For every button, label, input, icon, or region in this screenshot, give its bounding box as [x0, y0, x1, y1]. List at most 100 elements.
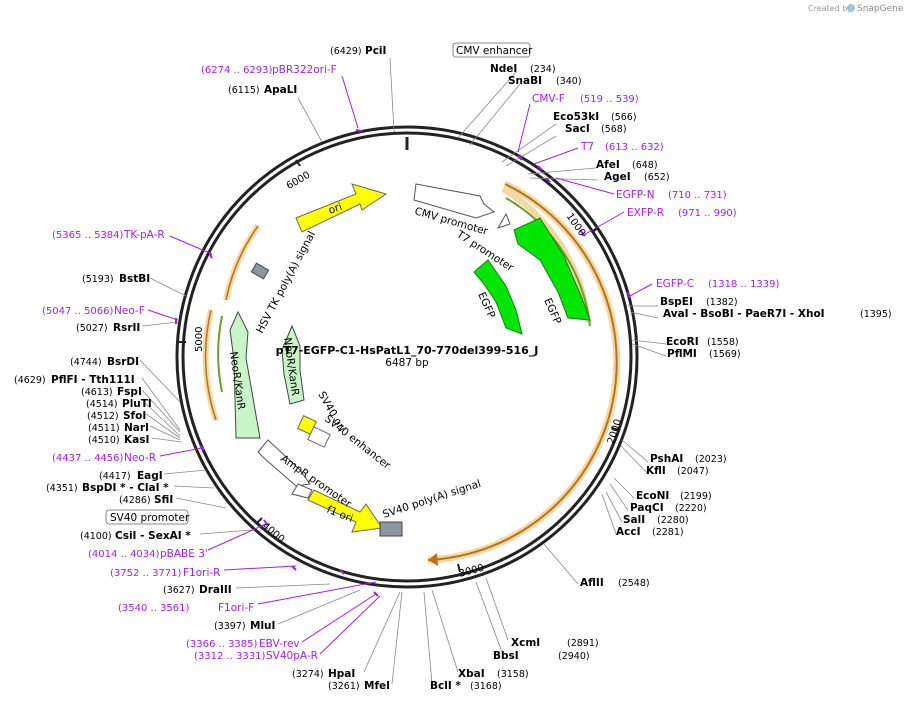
enzyme-pos-mlui: (3397)	[214, 621, 246, 632]
neor-kanr-arrow-inner[interactable]	[281, 324, 305, 405]
enzyme-afei[interactable]: AfeI	[596, 159, 620, 171]
primer-neo-r[interactable]: Neo-R	[124, 452, 156, 464]
primer-pos-cmv-f: (519 .. 539)	[580, 94, 639, 105]
feature-label-cmv-enhancer: CMV enhancer	[456, 45, 533, 57]
enzyme-econi[interactable]: EcoNI	[636, 490, 669, 502]
primer-egfp-n[interactable]: EGFP-N	[616, 189, 655, 201]
neor-kanr-arrow-outer[interactable]	[229, 310, 261, 439]
cmv-promoter-arrow[interactable]	[413, 183, 496, 219]
enzyme-mfei[interactable]: MfeI	[364, 680, 390, 692]
enzyme-pos-pflmi: (1569)	[709, 349, 741, 360]
enzyme-pos-econi: (2199)	[680, 491, 712, 502]
primer-marks	[175, 129, 631, 597]
enzyme-pos-avai-bsobi-paer7i-xhoi: (1395)	[860, 309, 892, 320]
enzyme-pos-eagi: (4417)	[99, 471, 131, 482]
enzyme-apali[interactable]: ApaLI	[264, 84, 297, 96]
enzyme-pshai[interactable]: PshAI	[650, 453, 683, 465]
primer-pos-t7: (613 .. 632)	[605, 142, 664, 153]
enzyme-pos-ndei: (234)	[530, 64, 556, 75]
orf-arc-egfp	[505, 197, 591, 327]
primer-leader-lines	[147, 75, 653, 655]
primer-f1ori-r[interactable]: F1ori-R	[183, 567, 220, 579]
enzyme-csii-sexai[interactable]: CsiI - SexAI *	[115, 530, 191, 542]
enzyme-nari[interactable]: NarI	[124, 422, 149, 434]
enzyme-sfoi[interactable]: SfoI	[123, 410, 146, 422]
enzyme-bbsi[interactable]: BbsI	[493, 650, 519, 662]
enzyme-bspdi-clai[interactable]: BspDI * - ClaI *	[82, 482, 169, 494]
sv40-promoter-box	[105, 509, 189, 525]
primer-exfp-r[interactable]: EXFP-R	[627, 207, 664, 219]
primer-pbabe-3[interactable]: pBABE 3'	[160, 548, 208, 560]
feature-label-sv40-enhancer: SV40 enhancer	[322, 413, 393, 472]
enzyme-agei[interactable]: AgeI	[604, 171, 631, 183]
enzyme-pos-bstbi: (5193)	[82, 274, 114, 285]
credit-brand: SnapGene	[857, 4, 904, 14]
enzyme-xbai[interactable]: XbaI	[458, 668, 485, 680]
primer-sv40pa-r[interactable]: SV40pA-R	[266, 650, 318, 662]
enzyme-pcii[interactable]: PciI	[365, 45, 386, 57]
primer-pos-exfp-r: (971 .. 990)	[678, 208, 737, 219]
enzyme-bspei[interactable]: BspEI	[660, 296, 693, 308]
primer-labels: (6274 .. 6293)pBR322ori-F(519 .. 539)CMV…	[42, 64, 780, 662]
feature-label-sv40-polya: SV40 poly(A) signal	[381, 478, 482, 521]
enzyme-pos-eco53ki: (566)	[611, 112, 637, 123]
enzyme-pflmi[interactable]: PflMI	[667, 348, 697, 360]
enzyme-bsrdi[interactable]: BsrDI	[107, 356, 139, 368]
enzyme-pos-sali: (2280)	[657, 515, 689, 526]
primer-pbr322ori-f[interactable]: pBR322ori-F	[272, 64, 337, 76]
enzyme-pos-rsrii: (5027)	[76, 323, 108, 334]
enzyme-sali[interactable]: SalI	[623, 514, 645, 526]
enzyme-bcli[interactable]: BclI *	[430, 680, 461, 692]
enzyme-draiii[interactable]: DraIII	[199, 584, 232, 596]
ampr-promoter-arrow[interactable]	[291, 483, 313, 499]
enzyme-pflfi-tth111i[interactable]: PflFI - Tth111I	[51, 374, 135, 386]
primer-f1ori-f[interactable]: F1ori-F	[218, 602, 254, 614]
enzyme-bstbi[interactable]: BstBI	[119, 273, 150, 285]
enzyme-paqci[interactable]: PaqCI	[630, 502, 664, 514]
enzyme-aflii[interactable]: AflII	[580, 577, 604, 589]
tick-marks	[178, 159, 621, 573]
feature-label-hsv-tk-polya: HSV TK poly(A) signal	[254, 229, 318, 335]
enzyme-acci[interactable]: AccI	[616, 526, 640, 538]
enzyme-pos-bsrdi: (4744)	[70, 357, 102, 368]
egfp-arrow-outer[interactable]	[513, 217, 591, 321]
hsv-tk-polya-block[interactable]	[250, 262, 270, 280]
enzyme-pos-fspi: (4613)	[81, 387, 113, 398]
enzyme-fspi[interactable]: FspI	[117, 386, 142, 398]
t7-promoter-arrow[interactable]	[496, 212, 511, 229]
primer-t7[interactable]: T7	[580, 141, 594, 153]
enzyme-pos-aflii: (2548)	[618, 578, 650, 589]
orf-arc-neo-line	[204, 309, 217, 421]
enzyme-ndei[interactable]: NdeI	[490, 63, 517, 75]
enzyme-kfli[interactable]: KflI	[646, 465, 666, 477]
primer-pos-neo-r: (4437 .. 4456)	[52, 453, 124, 464]
enzyme-avai-bsobi-paer7i-xhoi[interactable]: AvaI - BsoBI - PaeR7I - XhoI	[663, 308, 825, 320]
enzyme-pluti[interactable]: PluTI	[122, 398, 152, 410]
enzyme-snabi[interactable]: SnaBI	[508, 75, 542, 87]
enzyme-sfii[interactable]: SfiI	[154, 494, 173, 506]
sv40-polya-block[interactable]	[379, 521, 403, 537]
sv40-enhancer-block[interactable]	[307, 426, 331, 448]
egfp-arrow-inner[interactable]	[473, 259, 523, 335]
enzyme-pos-saci: (568)	[601, 124, 627, 135]
enzyme-ecori[interactable]: EcoRI	[666, 336, 699, 348]
primer-egfp-c[interactable]: EGFP-C	[656, 278, 694, 290]
primer-neo-f[interactable]: Neo-F	[114, 305, 145, 317]
primer-tk-pa-r[interactable]: TK-pA-R	[123, 229, 165, 241]
enzyme-rsrii[interactable]: RsrII	[113, 322, 140, 334]
enzyme-pos-draiii: (3627)	[163, 585, 195, 596]
ori-arrow[interactable]	[295, 183, 388, 233]
enzyme-mlui[interactable]: MluI	[250, 620, 275, 632]
enzyme-kasi[interactable]: KasI	[124, 434, 149, 446]
primer-ebv-rev[interactable]: EBV-rev	[259, 638, 300, 650]
enzyme-hpai[interactable]: HpaI	[328, 668, 355, 680]
primer-pos-pbabe-3: (4014 .. 4034)	[88, 549, 160, 560]
enzyme-saci[interactable]: SacI	[565, 123, 590, 135]
enzyme-eagi[interactable]: EagI	[137, 470, 163, 482]
enzyme-eco53ki[interactable]: Eco53kI	[553, 111, 599, 123]
enzyme-pos-mfei: (3261)	[328, 681, 360, 692]
enzyme-xcmi[interactable]: XcmI	[511, 637, 540, 649]
primer-cmv-f[interactable]: CMV-F	[532, 93, 565, 105]
sv40-promoter-arrow[interactable]	[257, 439, 311, 487]
f1-ori-arrow[interactable]	[307, 489, 383, 533]
